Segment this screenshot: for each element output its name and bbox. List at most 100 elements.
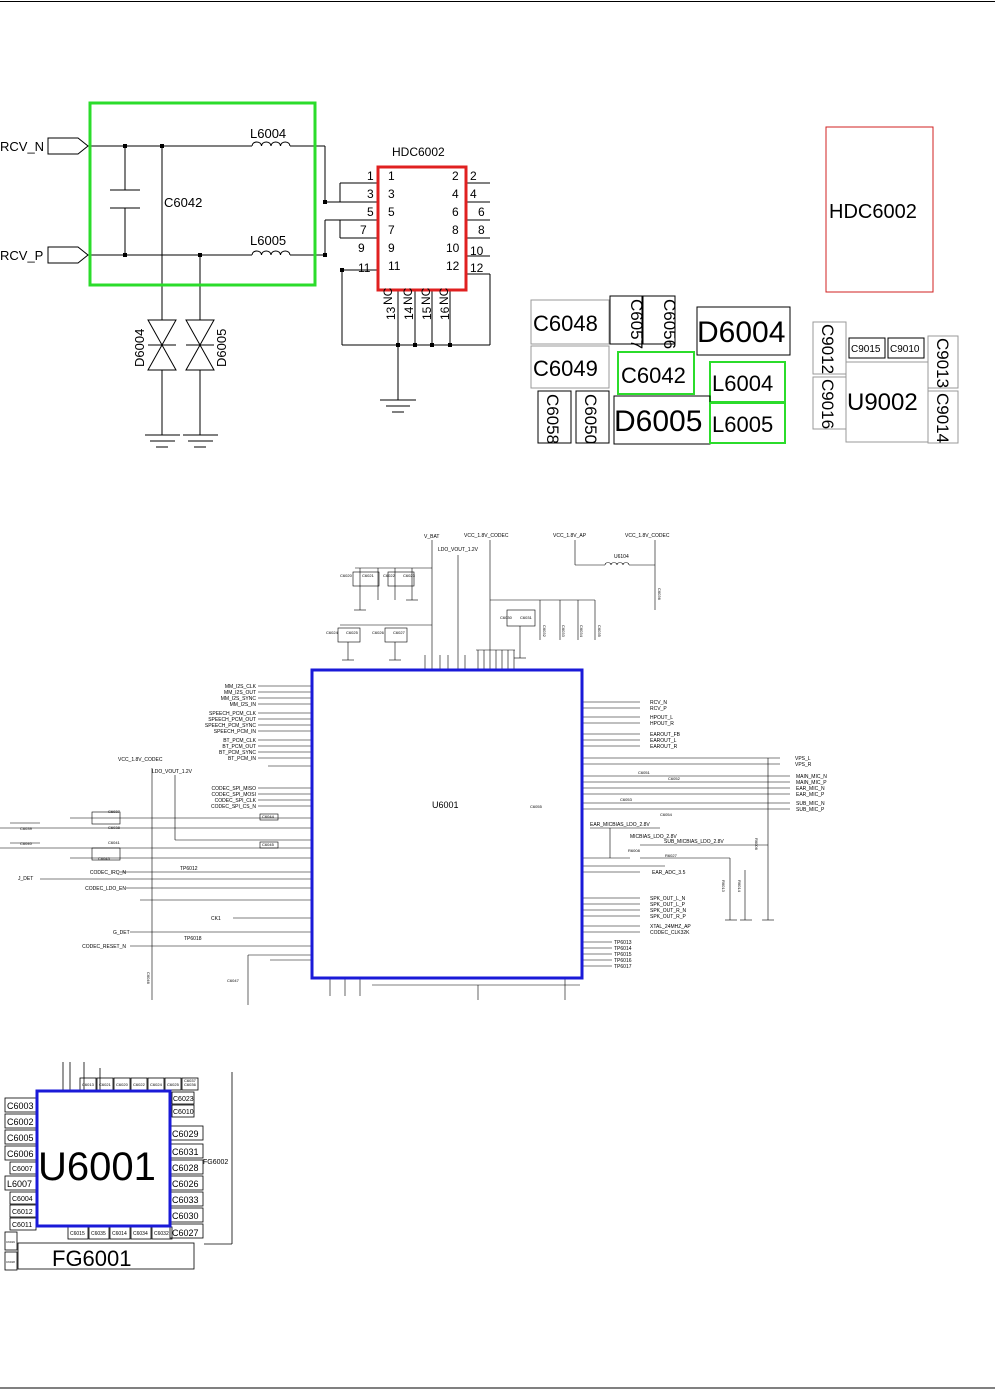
- u6001-label: U6001: [432, 800, 459, 810]
- svg-text:EAR_MIC_N: EAR_MIC_N: [796, 786, 825, 792]
- svg-text:CODEC_SPI_MOSI: CODEC_SPI_MOSI: [212, 792, 256, 798]
- svg-text:C9016: C9016: [818, 379, 837, 429]
- svg-text:L6005: L6005: [712, 412, 773, 437]
- svg-text:C6025: C6025: [346, 630, 359, 635]
- svg-text:C6055: C6055: [530, 804, 543, 809]
- svg-text:C6022: C6022: [383, 573, 396, 578]
- svg-text:MAIN_MIC_P: MAIN_MIC_P: [796, 780, 827, 786]
- svg-text:C9013: C9013: [933, 338, 952, 388]
- svg-text:3: 3: [388, 187, 395, 201]
- svg-text:C6004: C6004: [12, 1196, 33, 1203]
- svg-text:14: 14: [402, 306, 416, 320]
- svg-text:CODEC_CLK32K: CODEC_CLK32K: [650, 930, 690, 936]
- svg-text:RCV_N: RCV_N: [650, 700, 667, 706]
- svg-text:C6030: C6030: [500, 615, 513, 620]
- label-l6005: L6005: [250, 233, 286, 248]
- svg-text:MM_I2S_OUT: MM_I2S_OUT: [224, 690, 256, 696]
- svg-text:C6033: C6033: [172, 1195, 199, 1205]
- svg-text:7: 7: [388, 223, 395, 237]
- svg-text:C6020: C6020: [340, 573, 353, 578]
- label-d6005: D6005: [214, 329, 229, 367]
- svg-text:VCC_1.8V_CODEC: VCC_1.8V_CODEC: [464, 533, 509, 539]
- svg-text:CODEC_SPI_CLK: CODEC_SPI_CLK: [215, 798, 257, 804]
- svg-text:1: 1: [367, 169, 374, 183]
- svg-text:10: 10: [470, 244, 484, 258]
- svg-text:C6011: C6011: [12, 1222, 32, 1229]
- svg-text:EAR_ADC_3.5: EAR_ADC_3.5: [652, 870, 686, 876]
- svg-text:R6027: R6027: [665, 853, 678, 858]
- layout-u6001: U6001: [38, 1145, 156, 1189]
- layout-right-caps-small: C6023 C6010: [173, 1096, 194, 1116]
- svg-text:6: 6: [478, 205, 485, 219]
- svg-text:LDO_VOUT_1.2V: LDO_VOUT_1.2V: [438, 547, 479, 553]
- codec-schematic: [0, 540, 790, 1005]
- svg-text:C6019: C6019: [6, 1240, 15, 1244]
- layout-left-caps-2: L6007: [7, 1179, 32, 1189]
- layout-left-caps: C6003 C6002 C6005 C6006: [7, 1101, 34, 1159]
- svg-text:C6037: C6037: [184, 1078, 197, 1083]
- inductor-l6005: [251, 250, 291, 256]
- svg-text:C6029: C6029: [172, 1129, 199, 1139]
- layout-left-caps-small: C6007: [12, 1166, 33, 1173]
- svg-text:C6041: C6041: [108, 840, 121, 845]
- svg-text:C6052: C6052: [668, 776, 681, 781]
- svg-text:C6044: C6044: [262, 814, 275, 819]
- svg-text:MM_I2S_SYNC: MM_I2S_SYNC: [221, 696, 257, 702]
- svg-text:VPS_R: VPS_R: [795, 762, 812, 768]
- svg-text:C6020: C6020: [116, 1082, 129, 1087]
- svg-text:C6027: C6027: [172, 1228, 199, 1238]
- svg-text:C6022: C6022: [133, 1082, 146, 1087]
- svg-text:C6027: C6027: [393, 630, 406, 635]
- svg-text:C6038: C6038: [108, 825, 121, 830]
- svg-text:1: 1: [388, 169, 395, 183]
- codec-left-nets: MM_I2S_CLK MM_I2S_OUT MM_I2S_SYNC MM_I2S…: [82, 684, 257, 950]
- hdc6002-title: HDC6002: [392, 145, 445, 159]
- svg-text:C6046: C6046: [146, 972, 151, 985]
- svg-text:C6031: C6031: [520, 615, 533, 620]
- svg-text:9: 9: [358, 241, 365, 255]
- svg-text:MM_I2S_IN: MM_I2S_IN: [230, 702, 257, 708]
- svg-text:C6056: C6056: [660, 299, 679, 349]
- svg-text:C6005: C6005: [7, 1133, 34, 1143]
- svg-text:SUB_MIC_N: SUB_MIC_N: [796, 801, 825, 807]
- svg-text:TP6014: TP6014: [614, 946, 632, 952]
- svg-text:SUB_MIC_P: SUB_MIC_P: [796, 807, 825, 813]
- layout-top-caps: C6013 C6021 C6020 C6022 C6024 C6025 C603…: [82, 1078, 197, 1087]
- svg-text:C6023: C6023: [403, 573, 416, 578]
- svg-text:MM_I2S_CLK: MM_I2S_CLK: [225, 684, 257, 690]
- svg-text:CODEC_SPI_MISO: CODEC_SPI_MISO: [212, 786, 257, 792]
- svg-text:C6021: C6021: [362, 573, 375, 578]
- svg-text:3: 3: [367, 187, 374, 201]
- svg-text:TP6018: TP6018: [184, 936, 202, 942]
- svg-text:SPEECH_PCM_SYNC: SPEECH_PCM_SYNC: [205, 723, 257, 729]
- net-rcv-p: RCV_P: [0, 248, 43, 263]
- svg-text:BT_PCM_IN: BT_PCM_IN: [228, 756, 256, 762]
- receiver-highlight-box: [88, 101, 317, 287]
- svg-text:C6036: C6036: [657, 588, 662, 601]
- svg-text:SPK_OUT_L_P: SPK_OUT_L_P: [650, 902, 686, 908]
- svg-text:C6042: C6042: [621, 363, 686, 388]
- svg-text:VCC_1.8V_AP: VCC_1.8V_AP: [553, 533, 587, 539]
- svg-text:12: 12: [446, 259, 460, 273]
- receiver-schematic: [47, 137, 491, 448]
- svg-text:C6049: C6049: [533, 356, 598, 381]
- svg-text:10: 10: [446, 241, 460, 255]
- svg-text:C6012: C6012: [12, 1209, 33, 1216]
- svg-text:VCC_1.8V_CODEC: VCC_1.8V_CODEC: [625, 533, 670, 539]
- svg-text:BT_PCM_SYNC: BT_PCM_SYNC: [219, 750, 256, 756]
- svg-text:SUB_MICBIAS_LDO_2.8V: SUB_MICBIAS_LDO_2.8V: [664, 839, 724, 845]
- inductor-l6004: [251, 141, 291, 147]
- svg-text:CODEC_LDO_EN: CODEC_LDO_EN: [85, 886, 126, 892]
- svg-text:NC: NC: [419, 287, 433, 305]
- codec-left-misc: J_DET G_DET TP6012 TP6018 CK1: [18, 866, 221, 942]
- svg-text:VPS_L: VPS_L: [795, 756, 811, 762]
- net-rcv-n: RCV_N: [0, 139, 44, 154]
- rcv-n-connector: [47, 137, 89, 155]
- svg-text:12: 12: [470, 261, 484, 275]
- svg-text:11: 11: [388, 259, 401, 273]
- u6001-layout-box: [35, 1089, 172, 1228]
- svg-text:C6003: C6003: [7, 1101, 34, 1111]
- svg-text:C6035: C6035: [597, 625, 602, 638]
- svg-text:2: 2: [452, 169, 459, 183]
- label-d6004: D6004: [132, 329, 147, 367]
